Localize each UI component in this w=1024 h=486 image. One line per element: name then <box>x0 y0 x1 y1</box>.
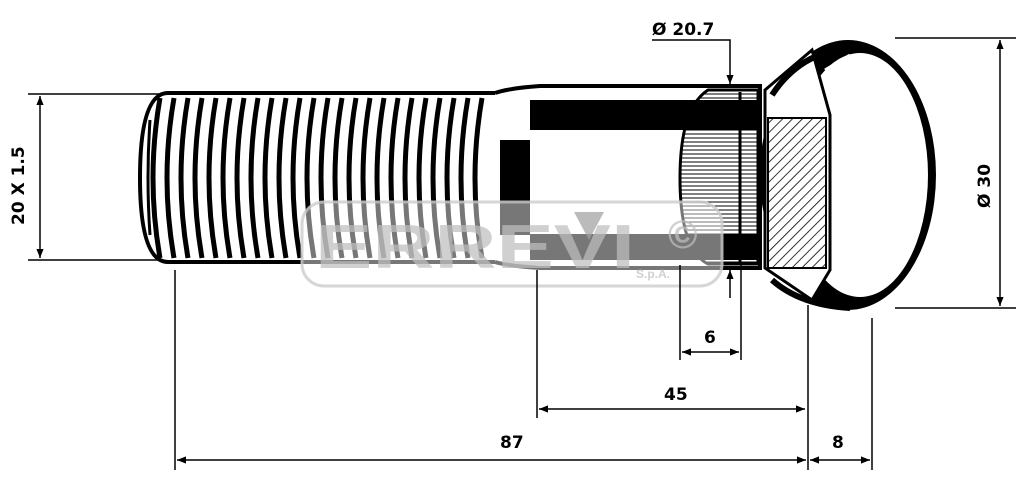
knurl-length-label: 6 <box>704 328 716 348</box>
thread-crest <box>248 97 261 259</box>
bolt-head <box>760 40 936 311</box>
thread-crest <box>234 97 247 259</box>
shank-length-label: 45 <box>664 385 688 405</box>
dim-head-diameter: Ø 30 <box>895 37 1016 309</box>
thread-crest <box>262 97 275 259</box>
thread-crest <box>276 97 289 259</box>
thread-crest <box>374 97 387 259</box>
dim-total-length: 87 <box>174 270 809 470</box>
watermark-arrow-icon <box>574 212 604 240</box>
thread-crest <box>150 97 163 259</box>
thread-crest <box>346 97 359 259</box>
thread-size-label: 20 X 1.5 <box>9 146 29 225</box>
thread-crest <box>430 97 443 259</box>
threaded-section <box>137 91 507 264</box>
errevi-watermark: ERREVI © S.p.A. <box>300 200 724 288</box>
dim-knurl-length: 6 <box>679 265 742 360</box>
thread-crest <box>206 97 219 259</box>
thread-crest <box>444 97 457 259</box>
dim-shank-length: 45 <box>536 270 805 418</box>
total-length-label: 87 <box>500 433 524 453</box>
thread-crest <box>164 97 177 259</box>
thread-crest <box>178 97 191 259</box>
thread-crest <box>388 97 401 259</box>
knurled-collar <box>678 88 760 266</box>
watermark-symbol: © <box>668 213 697 257</box>
dim-knurl-diameter: Ø 20.7 <box>652 20 734 298</box>
dim-head-thickness: 8 <box>810 318 873 470</box>
thread-crest <box>416 97 429 259</box>
thread-crest <box>290 97 303 259</box>
thread-crest <box>402 97 415 259</box>
thread-crest <box>318 97 331 259</box>
thread-crest <box>220 97 233 259</box>
watermark-suffix: S.p.A. <box>636 267 670 281</box>
knurl-diameter-label: Ø 20.7 <box>652 20 714 40</box>
dim-thread: 20 X 1.5 <box>9 93 160 261</box>
thread-crest <box>332 97 345 259</box>
thread-crest <box>472 97 485 259</box>
head-thickness-label: 8 <box>832 433 844 453</box>
thread-crest <box>304 97 317 259</box>
thread-crest <box>458 97 471 259</box>
thread-crest <box>192 97 205 259</box>
head-diameter-label: Ø 30 <box>975 164 995 208</box>
thread-crest <box>360 97 373 259</box>
